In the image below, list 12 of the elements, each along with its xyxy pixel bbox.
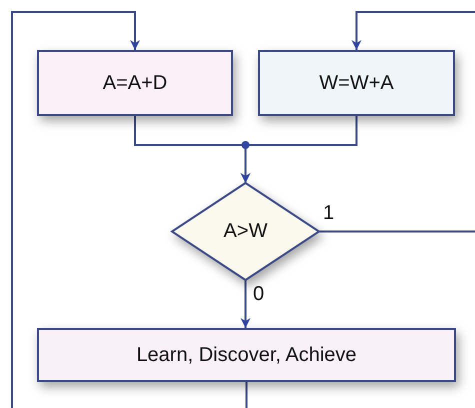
arrow	[240, 280, 250, 328]
process-box	[37, 50, 233, 116]
decision-diamond	[172, 183, 319, 280]
arrow	[11, 11, 140, 408]
process-box	[258, 50, 455, 116]
arrow	[240, 116, 358, 183]
node-label: A>W	[224, 220, 268, 243]
process-box	[37, 328, 456, 382]
node-label: A=A+D	[102, 72, 168, 94]
node-label: Learn, Discover, Achieve	[136, 344, 357, 366]
node-label: W=W+A	[319, 72, 394, 94]
arrow	[352, 11, 475, 50]
